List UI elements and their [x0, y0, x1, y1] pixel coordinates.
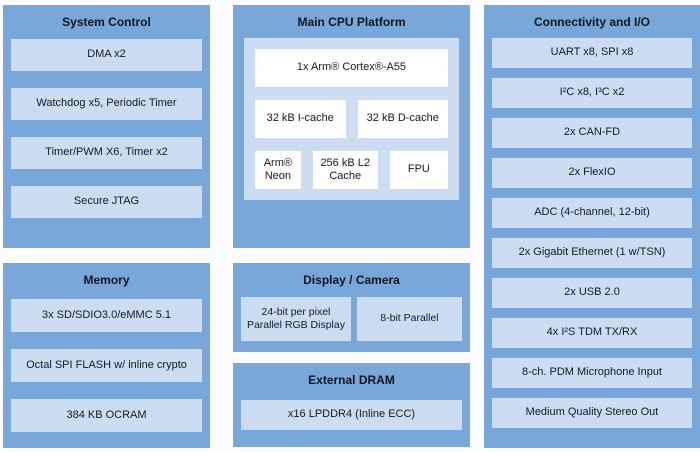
item-dcache: 32 kB D-cache: [357, 100, 448, 138]
cpu-core-panel: 1x Arm® Cortex®-A55 32 kB I-cache 32 kB …: [244, 38, 459, 200]
block-external-dram: External DRAM x16 LPDDR4 (Inline ECC): [233, 363, 470, 447]
item-ocram: 384 KB OCRAM: [11, 399, 202, 432]
item-dma: DMA x2: [11, 39, 202, 71]
item-sd-sdio-emmc: 3x SD/SDIO3.0/eMMC 5.1: [11, 299, 202, 332]
item-flexio: 2x FlexIO: [492, 158, 692, 188]
item-usb: 2x USB 2.0: [492, 278, 692, 308]
item-lpddr4: x16 LPDDR4 (Inline ECC): [241, 400, 462, 430]
item-can-fd: 2x CAN-FD: [492, 118, 692, 148]
item-cortex-a55: 1x Arm® Cortex®-A55: [255, 49, 448, 87]
item-secure-jtag: Secure JTAG: [11, 186, 202, 218]
item-fpu: FPU: [389, 151, 448, 189]
connectivity-items: UART x8, SPI x8 I²C x8, I³C x2 2x CAN-FD…: [484, 31, 700, 428]
memory-items: 3x SD/SDIO3.0/eMMC 5.1 Octal SPI FLASH w…: [3, 289, 210, 432]
block-title-external-dram: External DRAM: [308, 373, 395, 387]
item-8bit-parallel: 8-bit Parallel: [356, 297, 462, 341]
item-arm-neon: Arm® Neon: [255, 151, 301, 189]
item-gigabit-ethernet: 2x Gigabit Ethernet (1 w/TSN): [492, 238, 692, 268]
cpu-units-row: Arm® Neon 256 kB L2 Cache FPU: [255, 151, 448, 189]
block-main-cpu-platform: Main CPU Platform 1x Arm® Cortex®-A55 32…: [233, 5, 470, 248]
item-timer-pwm: Timer/PWM X6, Timer x2: [11, 137, 202, 169]
block-title-memory: Memory: [83, 273, 130, 287]
block-memory: Memory 3x SD/SDIO3.0/eMMC 5.1 Octal SPI …: [3, 263, 210, 448]
item-octal-spi-flash: Octal SPI FLASH w/ inline crypto: [11, 349, 202, 382]
display-camera-items: 24-bit per pixel Parallel RGB Display 8-…: [241, 297, 462, 341]
item-pdm-microphone: 8-ch. PDM Microphone Input: [492, 358, 692, 388]
item-parallel-rgb-display: 24-bit per pixel Parallel RGB Display: [241, 297, 351, 341]
block-title-system-control: System Control: [62, 15, 151, 29]
item-l2-cache: 256 kB L2 Cache: [312, 151, 378, 189]
cpu-cache-row: 32 kB I-cache 32 kB D-cache: [255, 100, 448, 138]
block-connectivity-io: Connectivity and I/O UART x8, SPI x8 I²C…: [484, 5, 700, 448]
system-control-items: DMA x2 Watchdog x5, Periodic Timer Timer…: [3, 31, 210, 218]
item-icache: 32 kB I-cache: [255, 100, 346, 138]
item-watchdog-periodic-timer: Watchdog x5, Periodic Timer: [11, 88, 202, 120]
item-stereo-out: Medium Quality Stereo Out: [492, 398, 692, 428]
block-title-main-cpu-platform: Main CPU Platform: [297, 15, 406, 29]
item-adc: ADC (4-channel, 12-bit): [492, 198, 692, 228]
block-system-control: System Control DMA x2 Watchdog x5, Perio…: [3, 5, 210, 248]
cpu-core-row: 1x Arm® Cortex®-A55: [255, 49, 448, 87]
item-i2c-i3c: I²C x8, I³C x2: [492, 78, 692, 108]
block-display-camera: Display / Camera 24-bit per pixel Parall…: [233, 263, 470, 352]
item-uart-spi: UART x8, SPI x8: [492, 38, 692, 68]
block-title-connectivity-io: Connectivity and I/O: [533, 15, 650, 29]
block-title-display-camera: Display / Camera: [303, 273, 400, 287]
external-dram-items: x16 LPDDR4 (Inline ECC): [233, 389, 470, 430]
item-i2s-tdm: 4x I²S TDM TX/RX: [492, 318, 692, 348]
